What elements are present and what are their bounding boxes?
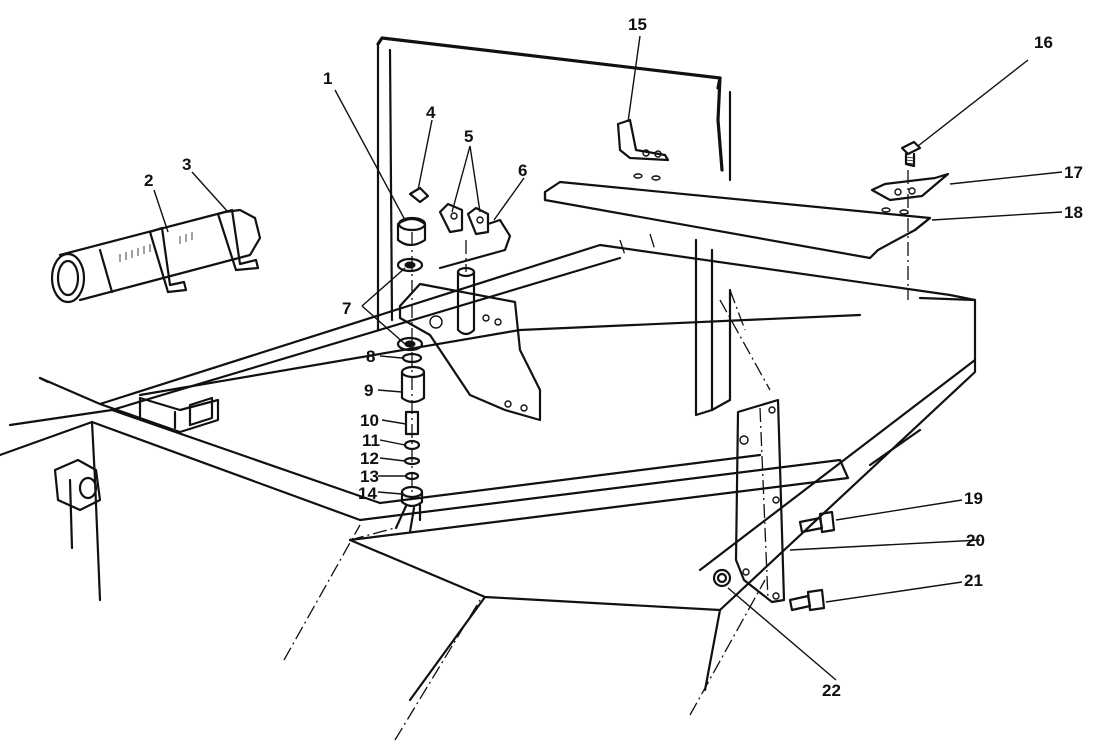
bolt-16 xyxy=(900,140,922,168)
callout-8: 8 xyxy=(366,347,375,366)
callout-12: 12 xyxy=(360,449,379,468)
callout-15: 15 xyxy=(628,15,647,34)
callout-7: 7 xyxy=(342,299,351,318)
parts-stack xyxy=(394,216,427,534)
callout-2: 2 xyxy=(144,171,153,190)
callout-10: 10 xyxy=(360,411,379,430)
callout-21: 21 xyxy=(964,571,983,590)
callout-4: 4 xyxy=(426,103,436,122)
left-bracket xyxy=(53,458,102,550)
switch-assembly xyxy=(408,186,512,336)
callout-14: 14 xyxy=(358,484,377,503)
callout-9: 9 xyxy=(364,381,373,400)
callout-labels: 1 2 3 4 5 6 7 8 9 10 11 12 13 14 15 16 1… xyxy=(144,15,1083,700)
callout-22: 22 xyxy=(822,681,841,700)
callout-20: 20 xyxy=(966,531,985,550)
callout-1: 1 xyxy=(323,69,332,88)
leader-lines xyxy=(153,35,1063,681)
construction-lines xyxy=(283,170,909,741)
bracket-15 xyxy=(616,118,670,162)
callout-19: 19 xyxy=(964,489,983,508)
mounting-plate xyxy=(398,282,542,422)
callout-3: 3 xyxy=(182,155,191,174)
callout-17: 17 xyxy=(1064,163,1083,182)
shelf-plate xyxy=(543,173,932,260)
upright-panel xyxy=(376,36,732,417)
callout-13: 13 xyxy=(360,467,379,486)
nut-22 xyxy=(712,568,732,588)
callout-18: 18 xyxy=(1064,203,1083,222)
chassis-frame xyxy=(0,243,977,702)
callout-16: 16 xyxy=(1034,33,1053,52)
clamp-3 xyxy=(148,208,260,294)
screw-19 xyxy=(798,510,836,534)
callout-11: 11 xyxy=(362,431,380,450)
screw-21 xyxy=(788,588,826,612)
callout-5: 5 xyxy=(464,127,473,146)
cylinder-2 xyxy=(50,208,262,304)
clip-17 xyxy=(870,172,950,202)
callout-6: 6 xyxy=(518,161,527,180)
side-bracket xyxy=(734,398,786,604)
